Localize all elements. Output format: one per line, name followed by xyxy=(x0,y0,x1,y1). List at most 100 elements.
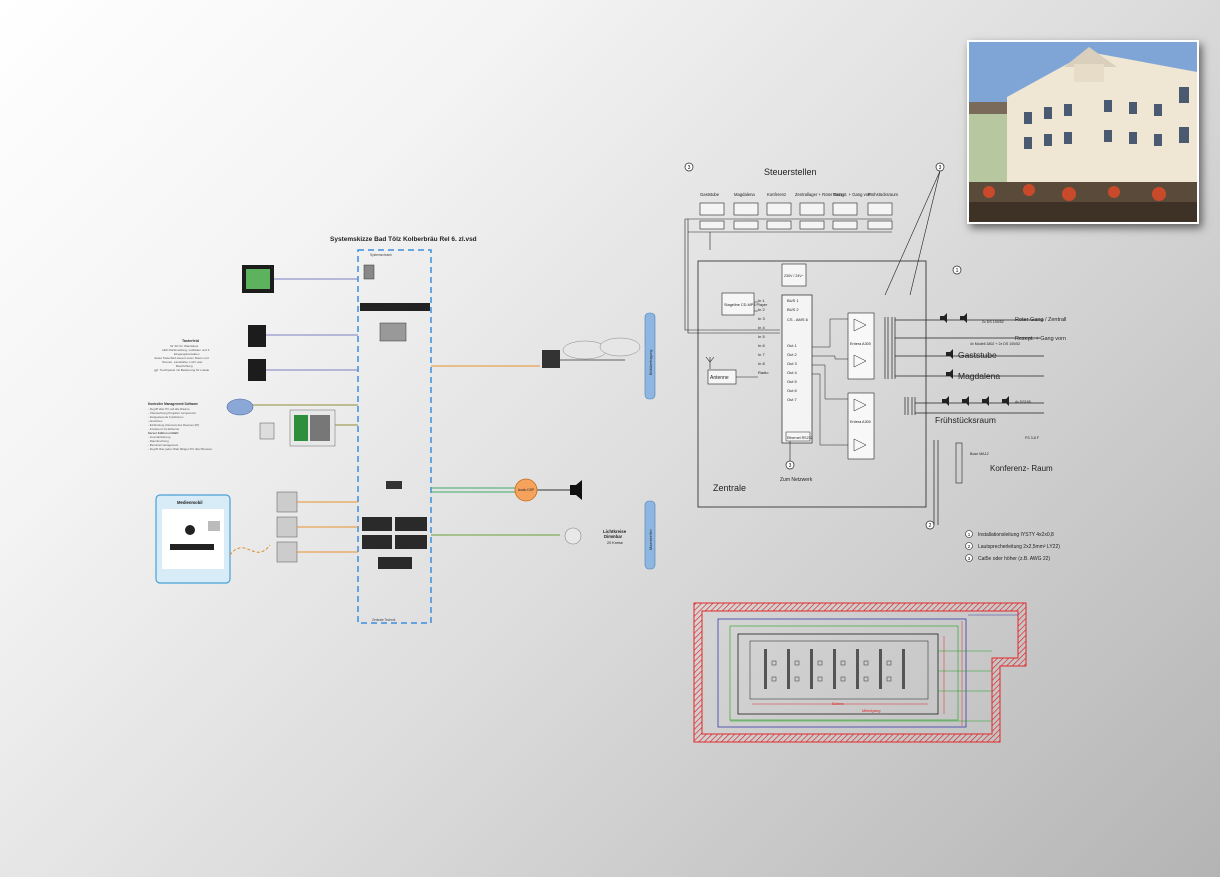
taster-heading: Tasterfeld xyxy=(182,339,199,343)
zone-note: 4x Modell 1802 + 2x DS 100/52 xyxy=(970,342,1020,346)
mgmt-heading: Kontroller Management Software xyxy=(148,402,198,406)
input-label: In 2 xyxy=(758,307,765,312)
station-label: Konferenz xyxy=(767,192,786,197)
schematic-title: Steuerstellen xyxy=(764,167,817,177)
marker-1: 1 xyxy=(952,265,962,275)
legend-text: Installationsleitung IYSTY 4x2x0,8 xyxy=(978,532,1054,538)
light-icon xyxy=(564,527,582,545)
input-label: In 7 xyxy=(758,352,765,357)
power-supply xyxy=(781,263,807,287)
taster-line: LED Rückmeldung, Leitfaden und 4 xyxy=(162,348,210,352)
mgmt-line: - Ansichten xyxy=(148,419,163,423)
amp2-label: Entera A300 xyxy=(850,420,871,424)
zone-label: Gaststube xyxy=(958,350,997,360)
zone-label: Frühstücksraum xyxy=(935,415,996,425)
hotel-facade-image xyxy=(969,42,1197,222)
stageline-box xyxy=(721,292,755,316)
seating-area xyxy=(749,640,929,700)
output-label: Out 2 xyxy=(787,352,798,357)
mgmt-line: - Konferenz ins Ethernet xyxy=(148,427,179,431)
wall-connections xyxy=(297,501,358,553)
svg-text:2: 2 xyxy=(929,523,932,529)
floorplan-label: Mittelgang xyxy=(862,708,880,713)
rack-bottom-label: Zentrale Technik xyxy=(372,618,396,622)
input-label: In 5 xyxy=(758,334,765,339)
mgmt-line: Server Edition enthält: xyxy=(148,431,179,435)
output-label: Out 1 xyxy=(787,343,798,348)
output-label: CS - AMS 6 xyxy=(787,317,809,322)
station-label: Gaststube xyxy=(700,192,720,197)
rack-frame xyxy=(357,249,432,624)
svg-text:- Zugriff über PC auf alle Räu: - Zugriff über PC auf alle Räume - Überw… xyxy=(148,407,212,451)
input-label: In 4 xyxy=(758,325,765,330)
mgmt-line: - Zugriff über jeden Web fähigen PC über… xyxy=(148,447,212,451)
mgmt-line: - Raumbuchung xyxy=(148,439,169,443)
connections-left xyxy=(253,278,358,426)
light-label: Lichtkreise xyxy=(603,529,627,534)
bar-bildübertragung xyxy=(644,312,656,400)
station-label: Frühstücksraum xyxy=(868,192,899,197)
output-label: BUS 2 xyxy=(787,307,799,312)
zone-label: Roter Gang / Zentrall xyxy=(1015,317,1066,323)
stageline-label: Stageline CD-MP3 Player xyxy=(724,303,768,307)
taster-line: Beschriftung xyxy=(176,364,193,368)
input-label: In 3 xyxy=(758,316,765,321)
bar-mixerstreifen xyxy=(644,500,656,570)
zone-note: Bose MA12 xyxy=(970,452,989,456)
connections-right xyxy=(431,365,570,536)
amp-triangles xyxy=(853,318,867,452)
medienmobil-label: Medienmobil xyxy=(177,500,203,505)
zone-note: FS 3-8 F xyxy=(1025,436,1040,440)
zone-speakers xyxy=(940,313,1009,484)
mixer-unit xyxy=(781,294,813,444)
transformers xyxy=(884,317,916,415)
zone-note: 2x DS 100/52 xyxy=(982,320,1004,324)
green-zone xyxy=(729,625,959,721)
floorplan-cad: Bühne Mittelgang xyxy=(693,602,1027,743)
mobile-cable xyxy=(229,544,271,556)
taster-line: ggf. Touchpanel mit Bedienung für Lokale xyxy=(154,368,209,372)
audio-schematic: Steuerstellen 3 3 1 2 3 Gaststube Magdal… xyxy=(684,162,1066,562)
wall-boxes xyxy=(276,491,298,563)
zone-label: Magdalena xyxy=(958,371,1000,381)
input-label: Radio xyxy=(758,370,769,375)
outer-wall xyxy=(693,602,1027,743)
stage-area xyxy=(737,633,939,715)
marker-3-left: 3 xyxy=(684,162,694,172)
amplifier-2 xyxy=(847,392,875,460)
mgmt-line: - Inventarisierung xyxy=(148,435,171,439)
keypad-2 xyxy=(248,359,266,381)
projector-device xyxy=(542,350,560,368)
light-sub: Dimmbar xyxy=(604,534,623,539)
light-symbols xyxy=(771,660,892,682)
bar-label-2: Mixerstreifen xyxy=(649,529,653,550)
audio-dsp xyxy=(514,478,538,502)
legend: 1 Installationsleitung IYSTY 4x2x0,8 2 L… xyxy=(965,530,1060,562)
ethernet-port xyxy=(785,431,811,442)
station-label: Rezept. + Gang vorn xyxy=(833,192,872,197)
legend-text: Cat5e oder höher (z.B. AWG 22) xyxy=(978,556,1050,562)
output-label: Out 5 xyxy=(787,379,798,384)
speaker-icon xyxy=(570,480,582,500)
station-panels xyxy=(699,202,893,230)
floorplan-label: Bühne xyxy=(832,701,844,706)
input-label: In 8 xyxy=(758,361,765,366)
zone-label: Konferenz- Raum xyxy=(990,464,1053,473)
bar-label-1: Bildübertragung xyxy=(649,350,653,375)
legend-text: Lautsprecherleitung 2x2,5mm² LY22) xyxy=(978,544,1060,550)
taster-line: Jedes Tasterfeld steuert einen Raum und xyxy=(154,356,209,360)
inner-room xyxy=(717,618,967,728)
marker-3-bottom: 3 xyxy=(785,460,795,470)
input-label: In 1 xyxy=(758,298,765,303)
svg-text:für 30 Cm Wanddose LED Rüc: für 30 Cm Wanddose LED Rückmeldung, Leit… xyxy=(154,344,210,372)
svg-text:3: 3 xyxy=(939,165,942,171)
mgmt-line: - Zeitgesteuerte Funktionen xyxy=(148,415,184,419)
output-label: Out 4 xyxy=(787,370,798,375)
mgmt-line: - Einbindung (Internet) des Raumes (IP) xyxy=(148,423,199,427)
svg-text:3: 3 xyxy=(789,463,792,469)
zone-label: Rezept. + Gang vorn xyxy=(1015,336,1066,342)
output-label: BUS 1 xyxy=(787,298,799,303)
amplifier-1 xyxy=(847,312,875,380)
marker-2: 2 xyxy=(925,520,935,530)
svg-text:3: 3 xyxy=(688,165,691,171)
